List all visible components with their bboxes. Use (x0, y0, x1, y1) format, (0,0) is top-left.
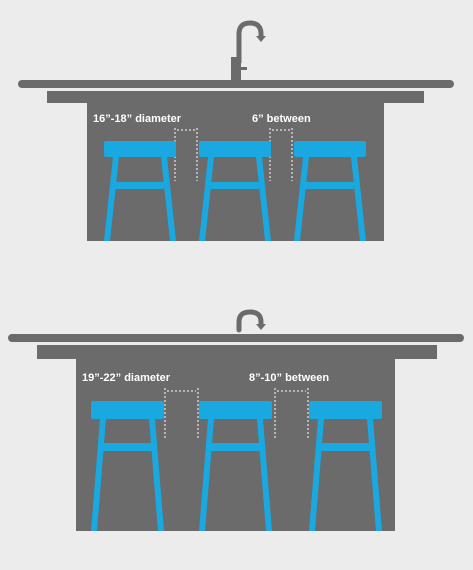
island-top (18, 20, 454, 241)
gooseneck-faucet-icon (231, 20, 266, 80)
bar-stool (104, 141, 176, 241)
seat-diameter-label: 16”-18” diameter (93, 113, 182, 125)
bar-stool (309, 401, 382, 531)
seat-diameter-label: 19”-22” diameter (82, 372, 171, 384)
stool-spacing-label: 6” between (252, 113, 311, 125)
bar-stool (199, 401, 272, 531)
countertop-edge (37, 345, 437, 359)
bar-stool (91, 401, 164, 531)
island-bottom (8, 309, 464, 531)
bar-stool (199, 141, 271, 241)
countertop (8, 334, 464, 342)
countertop-edge (47, 91, 424, 103)
island-body (87, 103, 384, 241)
countertop (18, 80, 454, 88)
spacing-guides (174, 128, 293, 181)
low-faucet-icon (236, 309, 266, 333)
bar-stool (294, 141, 366, 241)
spacing-guides (164, 388, 309, 440)
stool-spacing-label: 8”-10” between (249, 372, 330, 384)
